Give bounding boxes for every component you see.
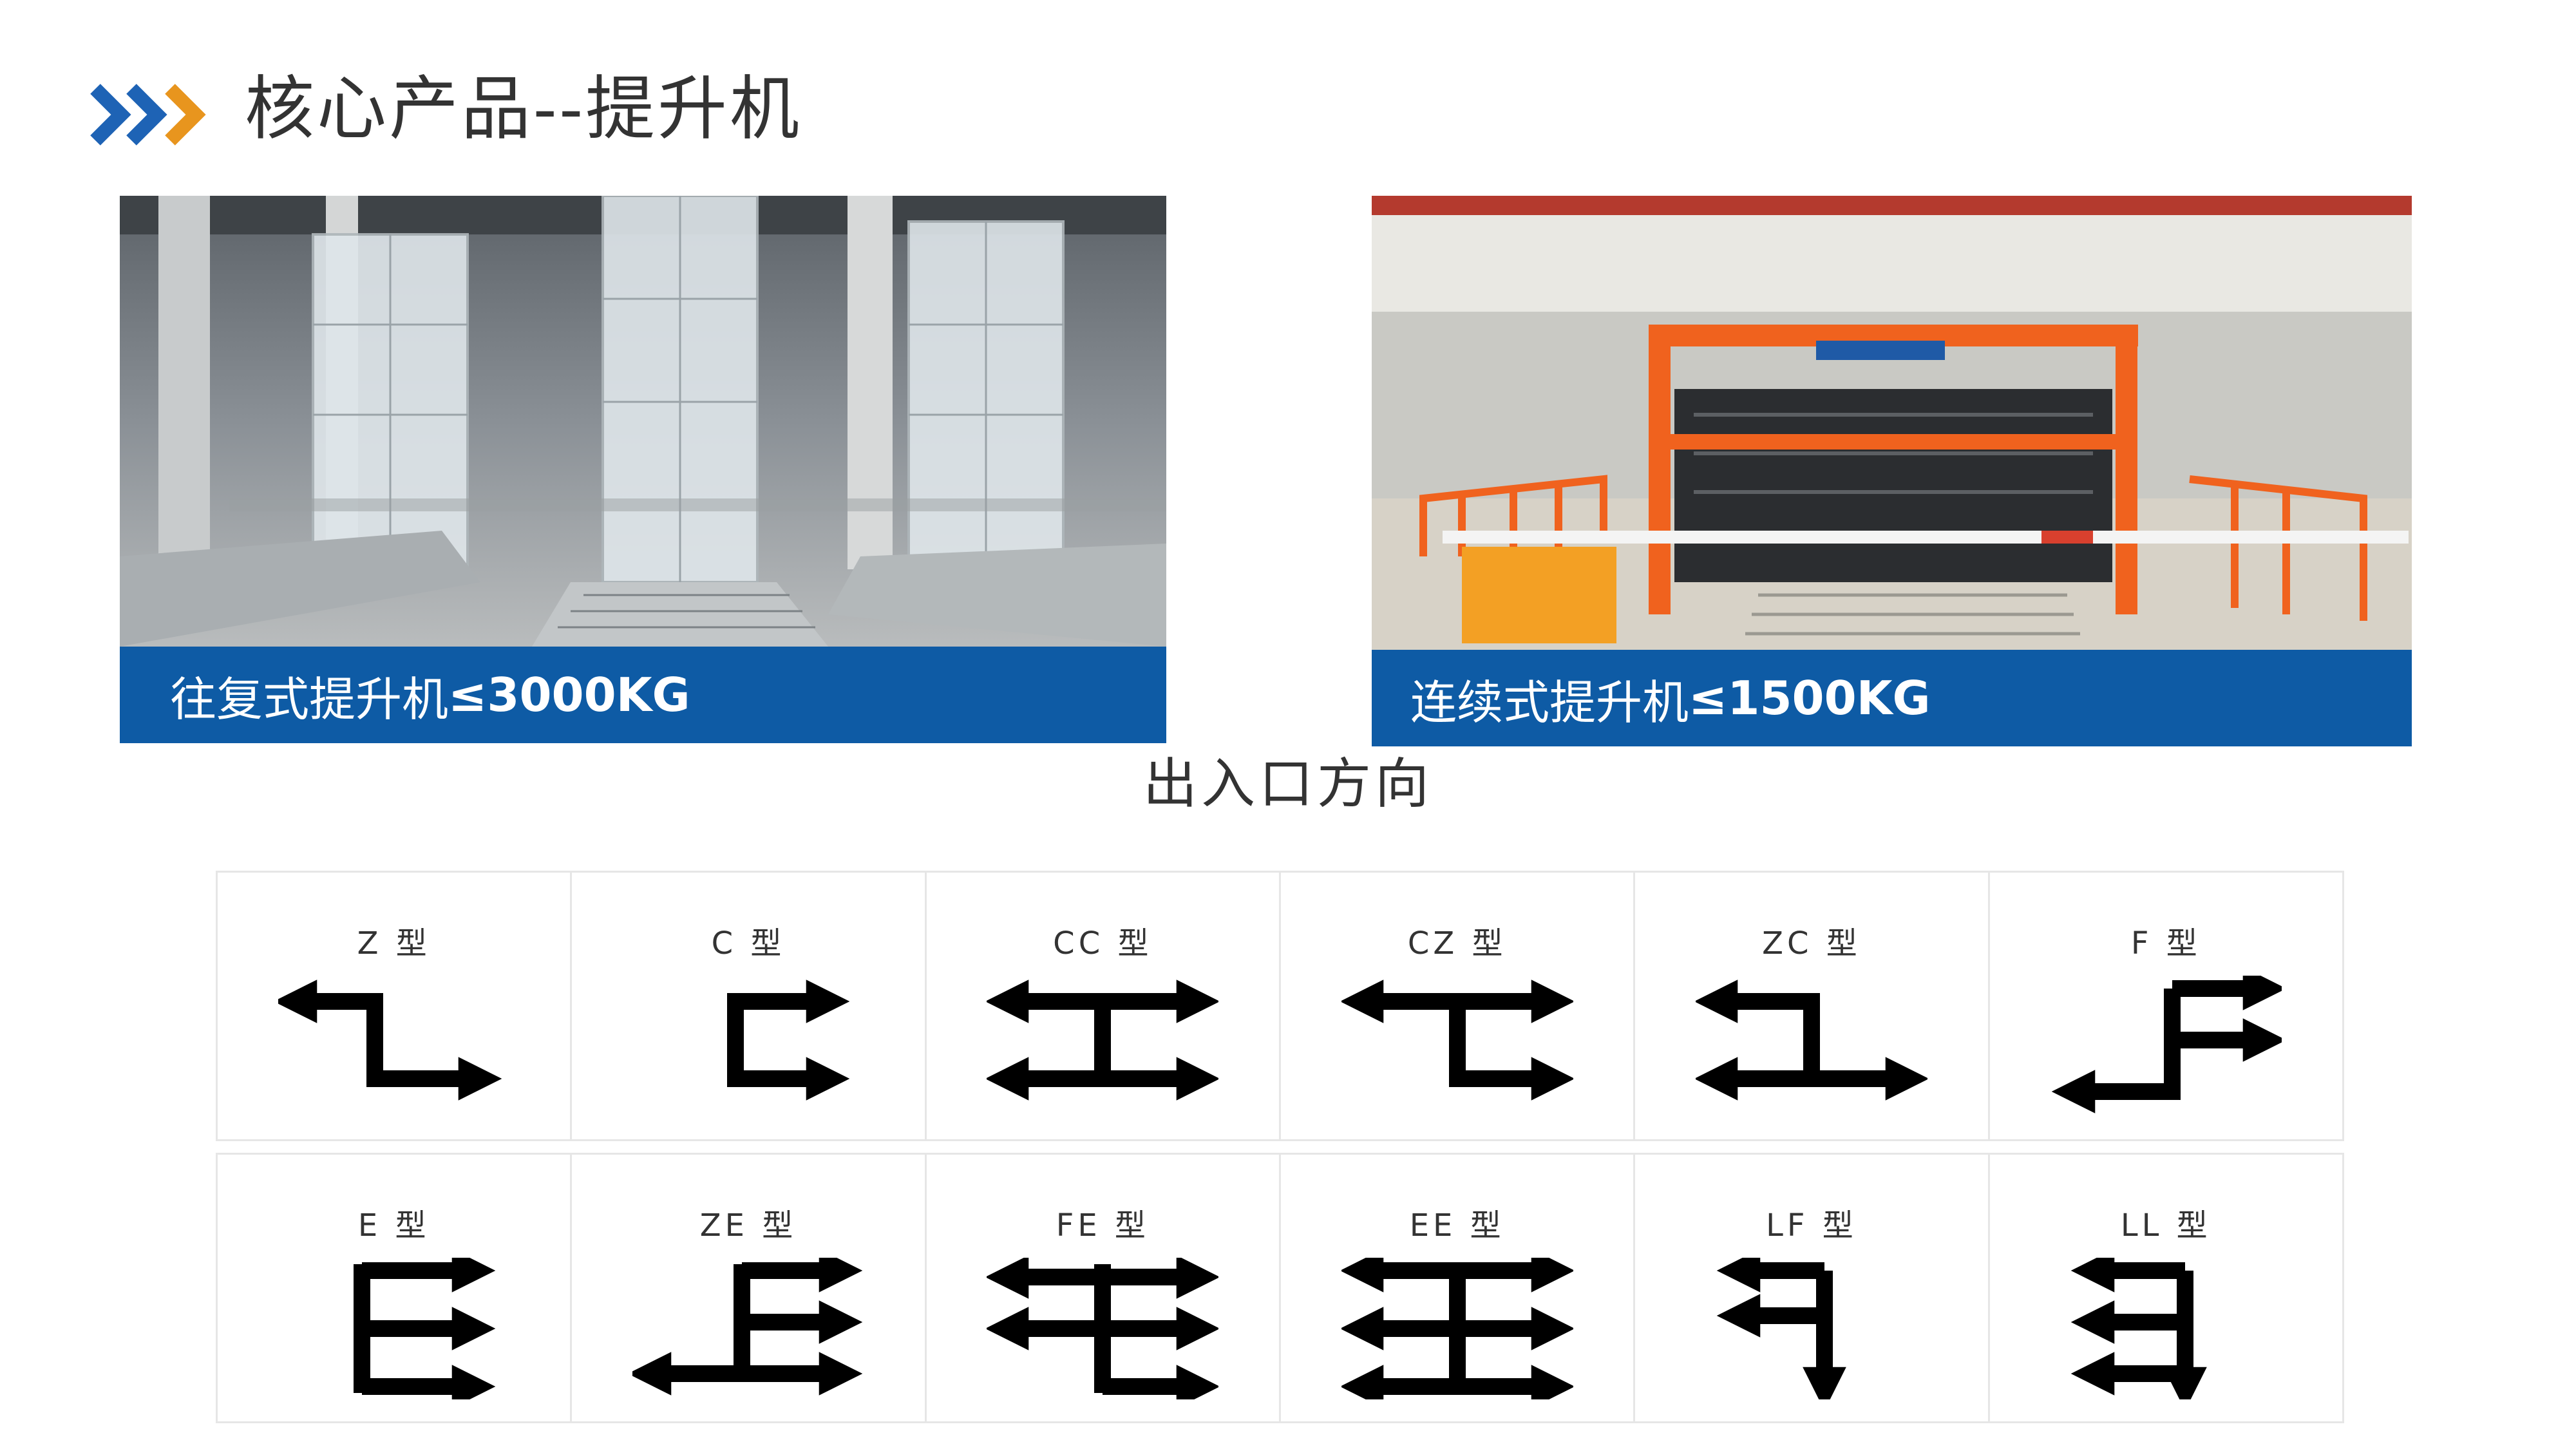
photo-card-continuous: 连续式提升机≤1500KG [1372, 196, 2412, 746]
page-title: 核心产品--提升机 [245, 69, 802, 149]
type-cell-lf: LF 型 [1633, 1153, 1990, 1423]
type-label: CZ 型 [1407, 925, 1507, 961]
type-cell-z: Z 型 [216, 871, 573, 1141]
caption-capacity: ≤1500KG [1689, 671, 1931, 725]
type-label: EE 型 [1409, 1208, 1505, 1244]
type-label: C 型 [711, 925, 786, 961]
section-title: 出入口方向 [1142, 752, 1433, 815]
continuous-lift-photo [1372, 196, 2412, 650]
caption-prefix: 连续式提升机 [1410, 675, 1689, 730]
type-label: LF 型 [1766, 1208, 1857, 1244]
header-chevrons-icon [90, 82, 213, 147]
photo-caption: 连续式提升机≤1500KG [1410, 650, 1931, 746]
c-type-arrow-icon [632, 976, 864, 1117]
zc-type-arrow-icon [1695, 976, 1927, 1117]
e-type-arrow-icon [278, 1258, 510, 1399]
ee-type-arrow-icon [1341, 1258, 1573, 1399]
type-cell-zc: ZC 型 [1633, 871, 1990, 1141]
type-cell-ll: LL 型 [1987, 1153, 2344, 1423]
caption-bar: 连续式提升机≤1500KG [1372, 650, 2412, 746]
type-label: FE 型 [1056, 1208, 1150, 1244]
photo-caption: 往复式提升机≤3000KG [170, 647, 690, 743]
lf-type-arrow-icon [1696, 1258, 1927, 1399]
type-cell-cc: CC 型 [924, 871, 1281, 1141]
type-label: ZC 型 [1762, 925, 1861, 961]
type-row-2: E 型 ZE 型 FE 型 [216, 1153, 2344, 1423]
photo-card-reciprocating: 往复式提升机≤3000KG [120, 196, 1166, 743]
type-label: ZE 型 [699, 1208, 797, 1244]
ll-type-arrow-icon [2050, 1258, 2282, 1399]
type-cell-cz: CZ 型 [1278, 871, 1636, 1141]
type-cell-fe: FE 型 [924, 1153, 1281, 1423]
cc-type-arrow-icon [987, 976, 1219, 1117]
reciprocating-lift-photo [120, 196, 1166, 647]
type-cell-e: E 型 [216, 1153, 573, 1423]
cz-type-arrow-icon [1341, 976, 1573, 1117]
type-cell-c: C 型 [570, 871, 927, 1141]
type-label: F 型 [2130, 925, 2201, 961]
caption-prefix: 往复式提升机 [170, 672, 449, 726]
type-label: LL 型 [2120, 1208, 2211, 1244]
type-cell-ze: ZE 型 [570, 1153, 927, 1423]
caption-capacity: ≤3000KG [448, 668, 690, 722]
type-cell-f: F 型 [1987, 871, 2344, 1141]
type-label: Z 型 [357, 925, 431, 961]
f-type-arrow-icon [2050, 976, 2282, 1117]
type-label: E 型 [357, 1208, 430, 1244]
z-type-arrow-icon [278, 976, 510, 1117]
type-label: CC 型 [1053, 925, 1153, 961]
fe-type-arrow-icon [987, 1258, 1219, 1399]
caption-bar: 往复式提升机≤3000KG [120, 647, 1166, 743]
ze-type-arrow-icon [632, 1258, 864, 1399]
type-row-1: Z 型 C 型 CC 型 CZ 型 [216, 871, 2344, 1141]
type-cell-ee: EE 型 [1278, 1153, 1636, 1423]
